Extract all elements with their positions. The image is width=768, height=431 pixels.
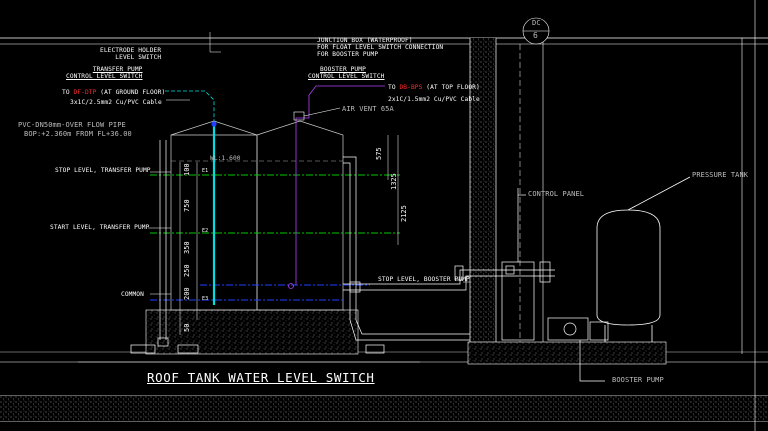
plinth-slab bbox=[145, 309, 359, 355]
common-label: COMMON bbox=[121, 291, 144, 298]
pressure-tank bbox=[596, 176, 691, 342]
transfer-pump-switch-label: TRANSFER PUMP CONTROL LEVEL SWITCH bbox=[66, 66, 143, 80]
to-top-floor-label: TO DB-BPS (AT TOP FLOOR) bbox=[388, 84, 480, 91]
water-level-label: WL:1.600 bbox=[210, 155, 241, 162]
dim-350: 350 bbox=[183, 241, 191, 254]
cable-transfer-label: 3x1C/2.5mm2 Cu/PVC Cable bbox=[70, 99, 162, 106]
booster-pump-label: BOOSTER PUMP bbox=[612, 376, 664, 384]
water-tank-right bbox=[256, 120, 344, 311]
floor-slab-top bbox=[0, 396, 768, 421]
electrode-holder-label: ELECTRODE HOLDER LEVEL SWITCH bbox=[100, 47, 162, 61]
booster-pump-set bbox=[547, 317, 609, 382]
electrode-e1-label: E1 bbox=[202, 168, 209, 174]
electrode-e2-label: E2 bbox=[202, 228, 209, 234]
electrode-cable bbox=[165, 90, 217, 305]
start-level-transfer-label: START LEVEL, TRANSFER PUMP bbox=[50, 224, 150, 231]
grid-bubble bbox=[522, 17, 550, 45]
dim-50: 50 bbox=[183, 323, 191, 332]
stop-level-booster-label: STOP LEVEL, BOOSTER PUMP bbox=[378, 276, 470, 283]
control-panel bbox=[501, 188, 535, 341]
stop-level-transfer-label: STOP LEVEL, TRANSFER PUMP bbox=[55, 167, 151, 174]
dim-100: 100 bbox=[183, 163, 191, 176]
booster-pump-switch-label: BOOSTER PUMP CONTROL LEVEL SWITCH bbox=[308, 66, 385, 80]
grid-bubble-bottom: 6 bbox=[533, 31, 538, 40]
dim-200: 200 bbox=[183, 287, 191, 300]
overflow-pipe-label: PVC-DN50mm-OVER FLOW PIPE BOP:+2.360m FR… bbox=[18, 121, 132, 138]
dim-2125: 2125 bbox=[400, 205, 408, 222]
leader-lines bbox=[148, 32, 470, 295]
to-ground-floor-label: TO DF-DTP (AT GROUND FLOOR) bbox=[62, 89, 166, 96]
air-vent bbox=[293, 107, 341, 121]
dim-250: 250 bbox=[183, 264, 191, 277]
overflow-pipe bbox=[130, 140, 470, 354]
control-panel-label: CONTROL PANEL bbox=[528, 190, 585, 198]
grid-bubble-top: DC bbox=[532, 19, 541, 27]
dimension-lines bbox=[179, 135, 399, 335]
booster-float-cable bbox=[288, 85, 385, 289]
concrete-column bbox=[469, 0, 756, 431]
drawing-title: ROOF TANK WATER LEVEL SWITCH bbox=[147, 370, 375, 385]
pressure-tank-label: PRESSURE TANK bbox=[692, 171, 749, 179]
dim-1325: 1325 bbox=[390, 173, 398, 190]
booster-pipe bbox=[343, 261, 555, 293]
dim-575: 575 bbox=[375, 147, 383, 160]
electrode-e3-label: E3 bbox=[202, 296, 209, 302]
air-vent-label: AIR VENT 65A bbox=[342, 105, 394, 113]
pump-base bbox=[467, 341, 667, 365]
dim-750: 750 bbox=[183, 199, 191, 212]
cable-booster-label: 2x1C/1.5mm2 Cu/PVC Cable bbox=[388, 96, 480, 103]
junction-box-label: JUNCTION BOX (WATERPROOF) FOR FLOAT LEVE… bbox=[317, 37, 444, 58]
